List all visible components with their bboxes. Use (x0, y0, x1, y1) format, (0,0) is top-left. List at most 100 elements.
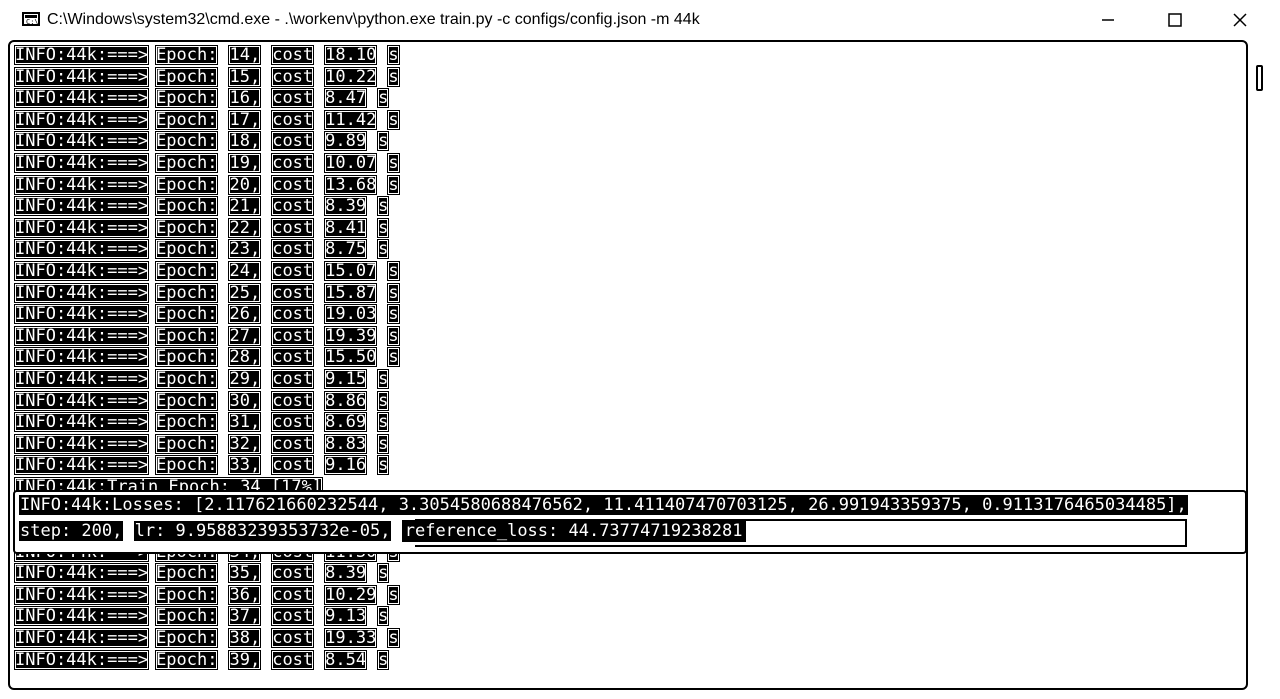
scrollbar[interactable] (1248, 40, 1280, 690)
cost-unit: s (387, 109, 400, 130)
cost-unit: s (387, 45, 400, 65)
cost-label: cost (271, 88, 315, 109)
cost-label: cost (271, 196, 315, 217)
epoch-number: 16, (228, 88, 262, 109)
cost-value: 10.22 (324, 66, 378, 87)
popup-selection-box (415, 519, 1187, 547)
epoch-label: Epoch: (155, 433, 219, 454)
cost-value: 15.50 (324, 347, 378, 368)
reference-loss-text: reference_loss: 44.73774719238281 (401, 520, 746, 542)
log-prefix: INFO:44k:===> (14, 88, 150, 109)
epoch-label: Epoch: (155, 109, 219, 130)
epoch-number: 31, (228, 412, 262, 433)
cost-value: 8.41 (324, 217, 368, 238)
cost-value: 9.13 (324, 606, 368, 627)
epoch-label: Epoch: (155, 649, 219, 670)
epoch-label: Epoch: (155, 304, 219, 325)
popup-losses-line: INFO:44k:Losses: [2.117621660232544, 3.3… (19, 495, 1188, 517)
cmd-app-icon[interactable]: C:\ (22, 12, 40, 26)
epoch-number: 14, (228, 45, 262, 65)
cost-label: cost (271, 584, 315, 605)
log-prefix: INFO:44k:===> (14, 260, 150, 281)
cost-value: 8.75 (324, 239, 368, 260)
epoch-number: 29, (228, 368, 262, 389)
maximize-button[interactable] (1153, 0, 1197, 40)
cost-unit: s (387, 282, 400, 303)
epoch-number: 24, (228, 260, 262, 281)
cost-value: 15.07 (324, 260, 378, 281)
log-prefix: INFO:44k:===> (14, 45, 150, 65)
cost-label: cost (271, 368, 315, 389)
epoch-number: 20, (228, 174, 262, 195)
epoch-label: Epoch: (155, 66, 219, 87)
log-prefix: INFO:44k:===> (14, 649, 150, 670)
log-prefix: INFO:44k:===> (14, 563, 150, 584)
epoch-label: Epoch: (155, 45, 219, 65)
epoch-number: 18, (228, 131, 262, 152)
cost-label: cost (271, 628, 315, 649)
cost-value: 19.03 (324, 304, 378, 325)
epoch-label: Epoch: (155, 347, 219, 368)
epoch-number: 36, (228, 584, 262, 605)
cost-value: 9.16 (324, 455, 368, 476)
step-text: step: 200, (19, 521, 124, 541)
cost-value: 19.33 (324, 628, 378, 649)
log-prefix: INFO:44k:===> (14, 606, 150, 627)
cost-unit: s (377, 412, 390, 433)
cost-unit: s (387, 304, 400, 325)
epoch-label: Epoch: (155, 217, 219, 238)
epoch-label: Epoch: (155, 455, 219, 476)
epoch-number: 23, (228, 239, 262, 260)
cost-label: cost (271, 45, 315, 65)
epoch-label: Epoch: (155, 88, 219, 109)
log-prefix: INFO:44k:===> (14, 628, 150, 649)
epoch-number: 30, (228, 390, 262, 411)
epoch-number: 27, (228, 325, 262, 346)
cost-label: cost (271, 282, 315, 303)
epoch-number: 26, (228, 304, 262, 325)
cost-value: 10.07 (324, 152, 378, 173)
minimize-icon (1102, 19, 1114, 21)
epoch-number: 33, (228, 455, 262, 476)
epoch-label: Epoch: (155, 174, 219, 195)
cost-label: cost (271, 563, 315, 584)
epoch-label: Epoch: (155, 131, 219, 152)
epoch-number: 21, (228, 196, 262, 217)
log-prefix: INFO:44k:===> (14, 304, 150, 325)
close-button[interactable] (1218, 0, 1262, 40)
log-prefix: INFO:44k:===> (14, 390, 150, 411)
cost-unit: s (377, 433, 390, 454)
log-prefix: INFO:44k:===> (14, 368, 150, 389)
cost-label: cost (271, 433, 315, 454)
cost-value: 8.54 (324, 649, 368, 670)
scrollbar-thumb[interactable] (1256, 65, 1263, 91)
epoch-number: 39, (228, 649, 262, 670)
log-prefix: INFO:44k:===> (14, 196, 150, 217)
cost-value: 8.86 (324, 390, 368, 411)
epoch-label: Epoch: (155, 152, 219, 173)
title-bar[interactable]: C:\ C:\Windows\system32\cmd.exe - .\work… (0, 0, 1280, 40)
cost-unit: s (377, 563, 390, 584)
maximize-icon (1168, 13, 1182, 27)
cost-unit: s (387, 584, 400, 605)
epoch-label: Epoch: (155, 282, 219, 303)
minimize-button[interactable] (1086, 0, 1130, 40)
epoch-label: Epoch: (155, 368, 219, 389)
epoch-number: 25, (228, 282, 262, 303)
cost-label: cost (271, 109, 315, 130)
